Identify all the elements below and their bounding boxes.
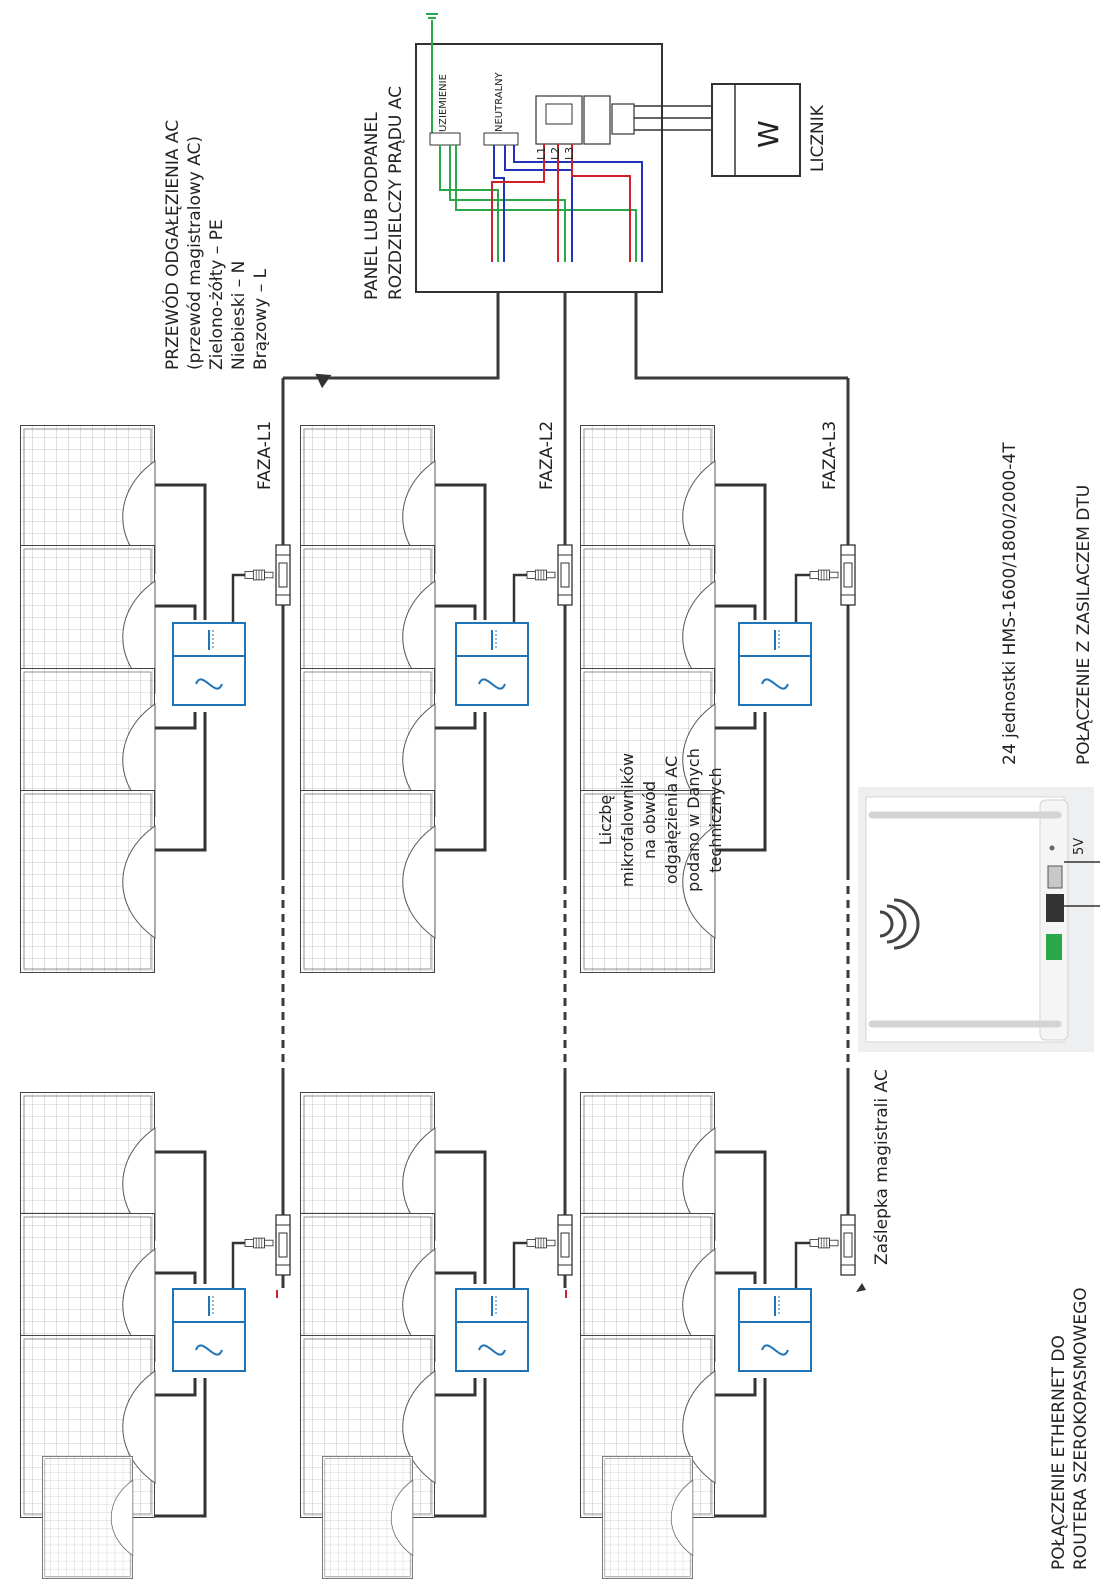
wifi-icon — [879, 898, 920, 950]
ac-trunk-feed — [283, 268, 848, 389]
terminal-block — [1046, 934, 1062, 960]
t-connector — [840, 544, 856, 606]
usb-port — [1047, 865, 1063, 889]
microinverter — [172, 1288, 246, 1372]
ac-plug — [809, 569, 839, 581]
neutral-label: NEUTRALNY — [494, 72, 505, 132]
solar-panel — [20, 790, 156, 973]
branch-cable-label: PRZEWÓD ODGAŁĘZIENIA AC (przewód magistr… — [162, 120, 272, 370]
t-connector — [275, 1214, 291, 1276]
ac-plug — [244, 1237, 274, 1249]
ac-plug — [526, 569, 556, 581]
t-connector — [275, 544, 291, 606]
t-connector — [557, 544, 573, 606]
distribution-panel — [415, 13, 712, 293]
led-indicator — [1049, 845, 1055, 851]
l1-label: L1 — [535, 146, 548, 160]
ac-plug — [244, 569, 274, 581]
inverter-count-note: Liczbę mikrofalowników na obwód odgałęzi… — [595, 740, 727, 900]
ac-plug — [526, 1237, 556, 1249]
wire-n-label: Niebieski – N — [229, 260, 249, 370]
panel-label-line2: ROZDZIELCZY PRĄDU AC — [386, 86, 406, 300]
array-column-l3 — [580, 378, 866, 1579]
meter-box — [711, 83, 801, 177]
ethernet-label: POŁĄCZENIE ETHERNET DO ROUTERA SZEROKOPA… — [1048, 1287, 1092, 1570]
wire-l-label: Brązowy – L — [251, 268, 271, 370]
branch-cable-subtitle: (przewód magistralowy AC) — [185, 135, 205, 370]
ac-plug — [809, 1237, 839, 1249]
units-count-label: 24 jednostki HMS-1600/1800/2000-4T — [1000, 442, 1020, 765]
microinverter — [172, 622, 246, 706]
l2-label: L2 — [549, 146, 562, 160]
solar-panel — [601, 1455, 694, 1579]
meter-symbol: W — [752, 120, 785, 148]
dtu-power-label: POŁĄCZENIE Z ZASILACZEM DTU — [1074, 484, 1094, 765]
t-connector — [557, 1214, 573, 1276]
panel-label-line1: PANEL LUB PODPANEL — [362, 112, 382, 300]
ethernet-label-line2: ROUTERA SZEROKOPASMOWEGO — [1071, 1287, 1091, 1570]
meter-label: LICZNIK — [808, 105, 828, 172]
end-cap-arrow — [856, 1283, 866, 1292]
solar-panel — [321, 1455, 414, 1579]
note-line: technicznych — [706, 767, 725, 873]
note-line: Liczbę — [596, 794, 615, 846]
dtu-device — [858, 787, 1100, 1052]
note-line: odgałęzienia AC — [662, 755, 681, 885]
solar-panel — [300, 790, 436, 973]
note-line: mikrofalowników — [618, 752, 637, 888]
microinverter — [455, 1288, 529, 1372]
end-cap-label: Zaślepka magistrali AC — [872, 1069, 892, 1265]
microinverter — [738, 1288, 812, 1372]
array-column-l1 — [20, 378, 291, 1579]
array-column-l2 — [300, 268, 573, 1579]
panel-label: PANEL LUB PODPANEL ROZDZIELCZY PRĄDU AC — [360, 86, 408, 300]
phase-l3-label: FAZA-L3 — [820, 420, 840, 490]
ethernet-label-line1: POŁĄCZENIE ETHERNET DO — [1049, 1335, 1069, 1570]
dtu-5v-label: 5V — [1072, 837, 1087, 855]
note-line: na obwód — [640, 781, 659, 860]
t-connector — [840, 1214, 856, 1276]
microinverter — [738, 622, 812, 706]
branch-cable-title: PRZEWÓD ODGAŁĘZIENIA AC — [163, 119, 183, 370]
solar-panel — [41, 1455, 134, 1579]
ethernet-port — [1046, 894, 1064, 922]
phase-l2-label: FAZA-L2 — [537, 420, 557, 490]
l3-label: L3 — [563, 146, 576, 160]
wire-pe-label: Zielono-żółty – PE — [207, 219, 227, 370]
note-line: podano w Danych — [684, 748, 703, 892]
ground-label: UZIEMIENIE — [438, 74, 449, 132]
phase-l1-label: FAZA-L1 — [255, 420, 275, 490]
microinverter — [455, 622, 529, 706]
